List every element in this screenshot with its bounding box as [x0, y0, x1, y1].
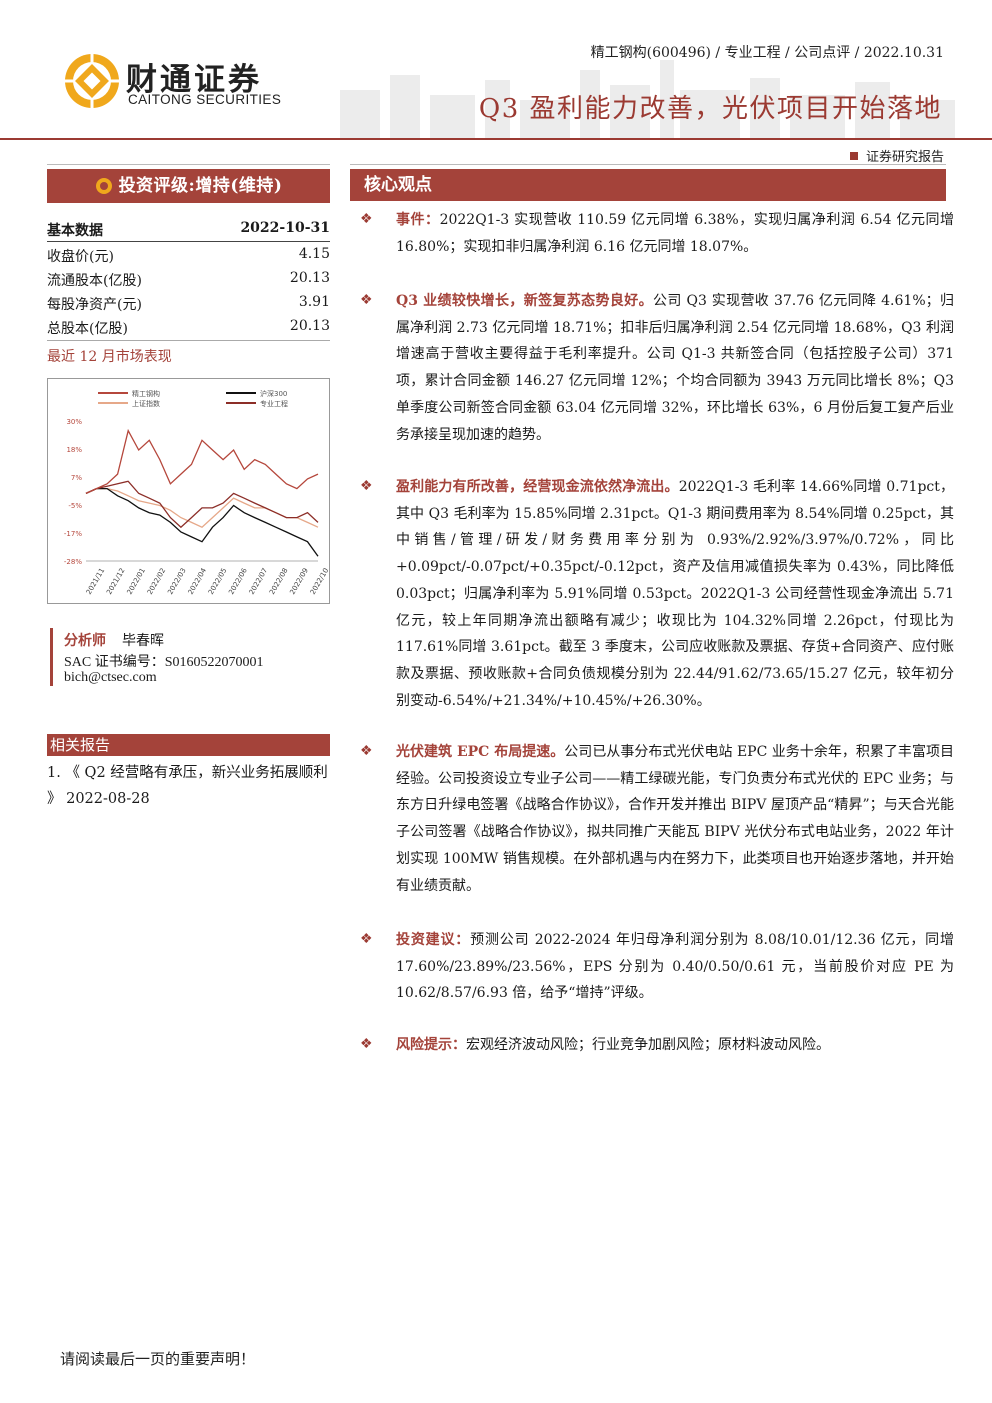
core-point-heading: Q3 业绩较快增长，新签复苏态势良好。 [396, 293, 653, 309]
diamond-bullet-icon: ❖ [360, 211, 373, 227]
rating-banner: 投资评级:增持(维持) [47, 169, 330, 203]
core-point-heading: 投资建议： [396, 932, 471, 948]
x-tick-label: 2022/03 [166, 567, 187, 596]
x-tick-label: 2022/02 [146, 567, 167, 596]
core-point-body: 公司已从事分布式光伏电站 EPC 业务十余年，积累了丰富项目经验。公司投资设立专… [396, 744, 954, 894]
chart-svg: 精工钢构沪深300上证指数专业工程30%18%7%-5%-17%-28%2021… [64, 389, 330, 596]
square-bullet-icon [849, 152, 858, 160]
x-tick-label: 2021/11 [85, 567, 106, 596]
x-tick-label: 2022/09 [288, 567, 309, 596]
basic-data-label: 每股净资产(元) [47, 297, 142, 313]
x-tick-label: 2022/08 [268, 567, 289, 596]
x-tick-label: 2022/04 [187, 566, 209, 596]
header-divider [0, 138, 992, 140]
logo-english-name: CAITONG SECURITIES [128, 92, 282, 107]
x-tick-label: 2022/07 [248, 567, 269, 596]
city-skyline-watermark [340, 60, 955, 140]
logo-chinese-name: 财通证券 [126, 62, 262, 98]
basic-data-value: 20.13 [289, 270, 330, 286]
basic-data-value: 20.13 [289, 318, 330, 334]
basic-data-date: 2022-10-31 [240, 220, 330, 236]
x-tick-label: 2022/01 [126, 567, 147, 596]
market-performance-title: 最近 12 月市场表现 [47, 349, 172, 365]
x-tick-label: 2022/05 [207, 567, 228, 596]
footer-disclaimer-note: 请阅读最后一页的重要声明！ [60, 1350, 256, 1368]
caitong-logo-icon [65, 54, 119, 108]
basic-data-row: 总股本(亿股) 20.13 [47, 318, 330, 342]
rating-label: 投资评级:增持(维持) [118, 176, 283, 196]
analyst-accent-bar [50, 628, 53, 686]
basic-data-label: 总股本(亿股) [47, 321, 128, 337]
y-tick-label: -28% [64, 558, 82, 566]
y-tick-label: 18% [66, 446, 82, 454]
analyst-label: 分析师 [64, 633, 106, 649]
related-reports-title: 相关报告 [47, 734, 330, 756]
y-tick-label: -17% [64, 530, 82, 538]
diamond-bullet-icon: ❖ [360, 1036, 373, 1052]
core-point-body: 公司 Q3 实现营收 37.76 亿元同降 4.61%；归属净利润 2.73 亿… [396, 293, 954, 443]
core-point-body: 2022Q1-3 实现营收 110.59 亿元同增 6.38%，实现归属净利润 … [396, 212, 955, 255]
core-views-title: 核心观点 [350, 169, 946, 201]
core-point-investment-advice: 投资建议：预测公司 2022-2024 年归母净利润分别为 8.08/10.01… [396, 927, 954, 1007]
core-point-profitability: 盈利能力有所改善，经营现金流依然净流出。2022Q1-3 毛利率 14.66%同… [396, 474, 954, 714]
analyst-sac-number: SAC 证书编号：S0160522070001 [64, 655, 264, 670]
basic-data-row: 每股净资产(元) 3.91 [47, 294, 330, 318]
core-point-body: 预测公司 2022-2024 年归母净利润分别为 8.08/10.01/12.3… [396, 932, 954, 1002]
basic-data-title: 基本数据 [47, 223, 103, 239]
diamond-bullet-icon: ❖ [360, 743, 373, 759]
core-point-heading: 光伏建筑 EPC 布局提速。 [396, 744, 565, 760]
core-point-pv-epc: 光伏建筑 EPC 布局提速。公司已从事分布式光伏电站 EPC 业务十余年，积累了… [396, 739, 954, 899]
core-point-event: 事件：2022Q1-3 实现营收 110.59 亿元同增 6.38%，实现归属净… [396, 207, 954, 260]
series-line [85, 428, 319, 494]
y-tick-label: 30% [66, 418, 82, 426]
core-point-risk: 风险提示：宏观经济波动风险；行业竞争加剧风险；原材料波动风险。 [396, 1032, 954, 1059]
core-point-q3-growth: Q3 业绩较快增长，新签复苏态势良好。公司 Q3 实现营收 37.76 亿元同降… [396, 288, 954, 448]
y-tick-label: -5% [68, 502, 82, 510]
core-point-heading: 风险提示： [396, 1037, 466, 1053]
x-tick-label: 2022/06 [227, 566, 249, 596]
diamond-bullet-icon: ❖ [360, 931, 373, 947]
basic-data-value: 4.15 [298, 246, 330, 262]
legend-label: 专业工程 [260, 399, 288, 408]
right-column-rule [350, 164, 946, 165]
basic-data-rule-bottom [47, 340, 330, 341]
analyst-name: 毕春晖 [122, 633, 164, 649]
y-tick-label: 7% [71, 474, 82, 482]
basic-data-label: 收盘价(元) [47, 249, 114, 265]
report-meta-line: 精工钢构(600496) / 专业工程 / 公司点评 / 2022.10.31 [590, 45, 944, 61]
related-report-link[interactable]: 1. 《 Q2 经营略有承压，新兴业务拓展顺利 》 2022-08-28 [47, 765, 328, 807]
basic-data-rule-top [47, 241, 330, 242]
core-point-body: 宏观经济波动风险；行业竞争加剧风险；原材料波动风险。 [466, 1037, 830, 1053]
legend-label: 精工钢构 [132, 389, 160, 398]
core-point-body: 2022Q1-3 毛利率 14.66%同增 0.71pct，其中 Q3 毛利率为… [396, 479, 955, 709]
series-line [85, 487, 319, 557]
x-tick-label: 2021/12 [105, 567, 126, 596]
report-title: Q3 盈利能力改善，光伏项目开始落地 [478, 94, 942, 124]
basic-data-row: 收盘价(元) 4.15 [47, 246, 330, 270]
series-line [85, 480, 319, 529]
diamond-bullet-icon: ❖ [360, 478, 373, 494]
x-tick-label: 2022/10 [309, 567, 329, 596]
legend-label: 沪深300 [260, 389, 287, 398]
doc-type-label: 证券研究报告 [849, 146, 944, 165]
rating-badge-icon [95, 178, 112, 194]
basic-data-label: 流通股本(亿股) [47, 273, 142, 289]
core-point-heading: 盈利能力有所改善，经营现金流依然净流出。 [396, 479, 679, 495]
left-column-rule [47, 164, 330, 165]
basic-data-row: 流通股本(亿股) 20.13 [47, 270, 330, 294]
analyst-email[interactable]: bich@ctsec.com [64, 670, 157, 685]
diamond-bullet-icon: ❖ [360, 292, 373, 308]
basic-data-value: 3.91 [298, 294, 330, 310]
core-point-heading: 事件： [396, 212, 440, 228]
legend-label: 上证指数 [132, 399, 160, 408]
